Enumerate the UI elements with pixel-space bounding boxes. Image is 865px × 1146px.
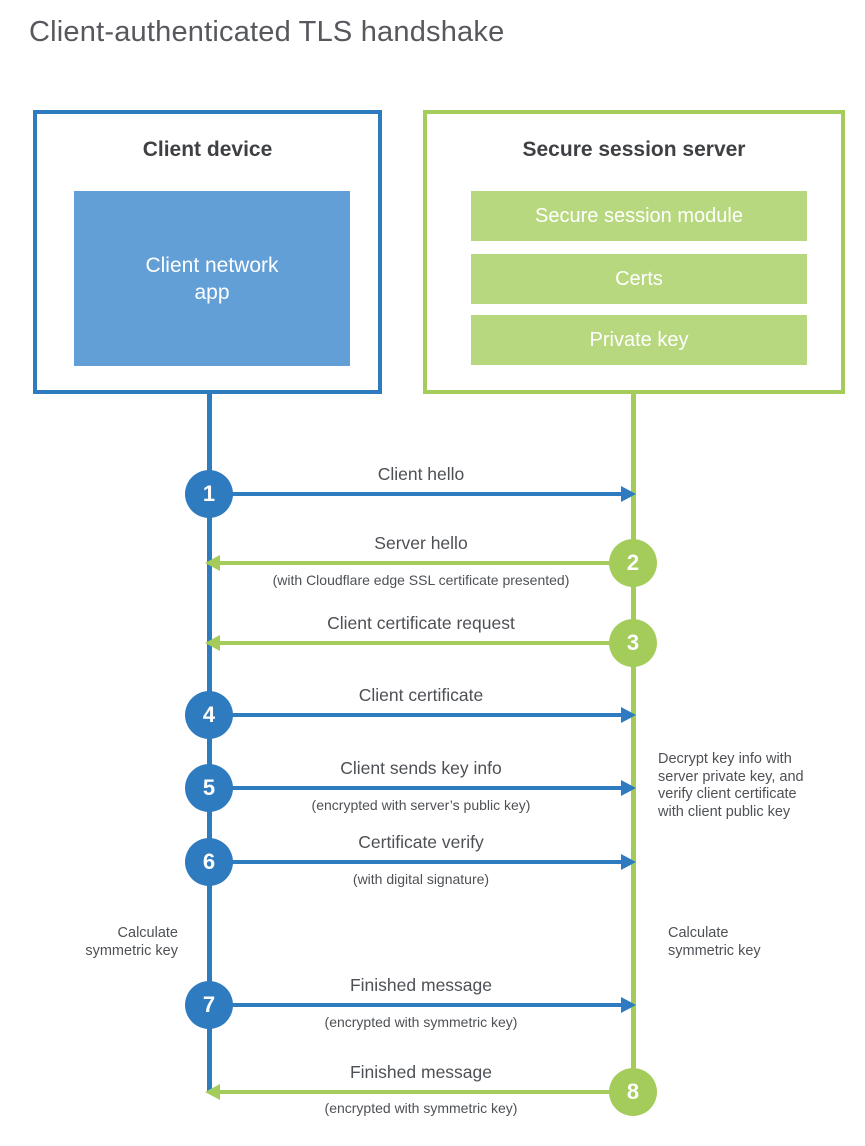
- step-7-sublabel: (encrypted with symmetric key): [324, 1014, 518, 1030]
- step-2-arrow: [220, 561, 633, 565]
- step-2-sublabel: (with Cloudflare edge SSL certificate pr…: [272, 572, 570, 588]
- step-5-label: Client sends key info: [340, 758, 502, 778]
- step-2-label: Server hello: [374, 533, 468, 553]
- step-7-label: Finished message: [349, 975, 493, 995]
- client-lifeline: [207, 394, 212, 1092]
- step-1-label: Client hello: [377, 464, 465, 484]
- client-device-box: Client device Client network app: [33, 110, 382, 394]
- step-8-arrow: [220, 1090, 633, 1094]
- step-4-arrow: [209, 713, 621, 717]
- step-4-label: Client certificate: [358, 685, 484, 705]
- step-7-circle: 7: [185, 981, 233, 1029]
- server-private-key-bar: Private key: [471, 315, 807, 365]
- secure-session-server-box: Secure session server Secure session mod…: [423, 110, 845, 394]
- step-6-arrowhead-icon: [621, 854, 636, 870]
- step-8-circle: 8: [609, 1068, 657, 1116]
- step-5-sublabel: (encrypted with server’s public key): [311, 797, 531, 813]
- step-6-sublabel: (with digital signature): [352, 871, 490, 887]
- step-3-arrow: [220, 641, 633, 645]
- step-2-arrowhead-icon: [205, 555, 220, 571]
- server-certs-bar: Certs: [471, 254, 807, 304]
- step-1-arrow: [209, 492, 621, 496]
- server-decrypt-note: Decrypt key info with server private key…: [658, 751, 804, 820]
- step-4-circle: 4: [185, 691, 233, 739]
- step-3-circle: 3: [609, 619, 657, 667]
- step-8-sublabel: (encrypted with symmetric key): [324, 1100, 518, 1116]
- step-6-label: Certificate verify: [358, 832, 484, 852]
- step-5-arrow: [209, 786, 621, 790]
- client-network-app-box: Client network app: [74, 191, 350, 366]
- step-3-label: Client certificate request: [327, 613, 515, 633]
- step-8-arrowhead-icon: [205, 1084, 220, 1100]
- step-7-arrowhead-icon: [621, 997, 636, 1013]
- server-calculate-note: Calculate symmetric key: [668, 925, 761, 959]
- step-1-circle: 1: [185, 470, 233, 518]
- step-5-arrowhead-icon: [621, 780, 636, 796]
- step-2-circle: 2: [609, 539, 657, 587]
- step-3-arrowhead-icon: [205, 635, 220, 651]
- step-8-label: Finished message: [349, 1062, 493, 1082]
- step-4-arrowhead-icon: [621, 707, 636, 723]
- secure-session-server-title: Secure session server: [522, 138, 746, 161]
- page-title: Client-authenticated TLS handshake: [29, 16, 505, 48]
- server-module-bar: Secure session module: [471, 191, 807, 241]
- step-6-circle: 6: [185, 838, 233, 886]
- step-6-arrow: [209, 860, 621, 864]
- client-calculate-note: Calculate symmetric key: [85, 925, 178, 959]
- step-1-arrowhead-icon: [621, 486, 636, 502]
- step-7-arrow: [209, 1003, 621, 1007]
- client-device-title: Client device: [142, 138, 273, 161]
- server-lifeline: [631, 394, 636, 1094]
- step-5-circle: 5: [185, 764, 233, 812]
